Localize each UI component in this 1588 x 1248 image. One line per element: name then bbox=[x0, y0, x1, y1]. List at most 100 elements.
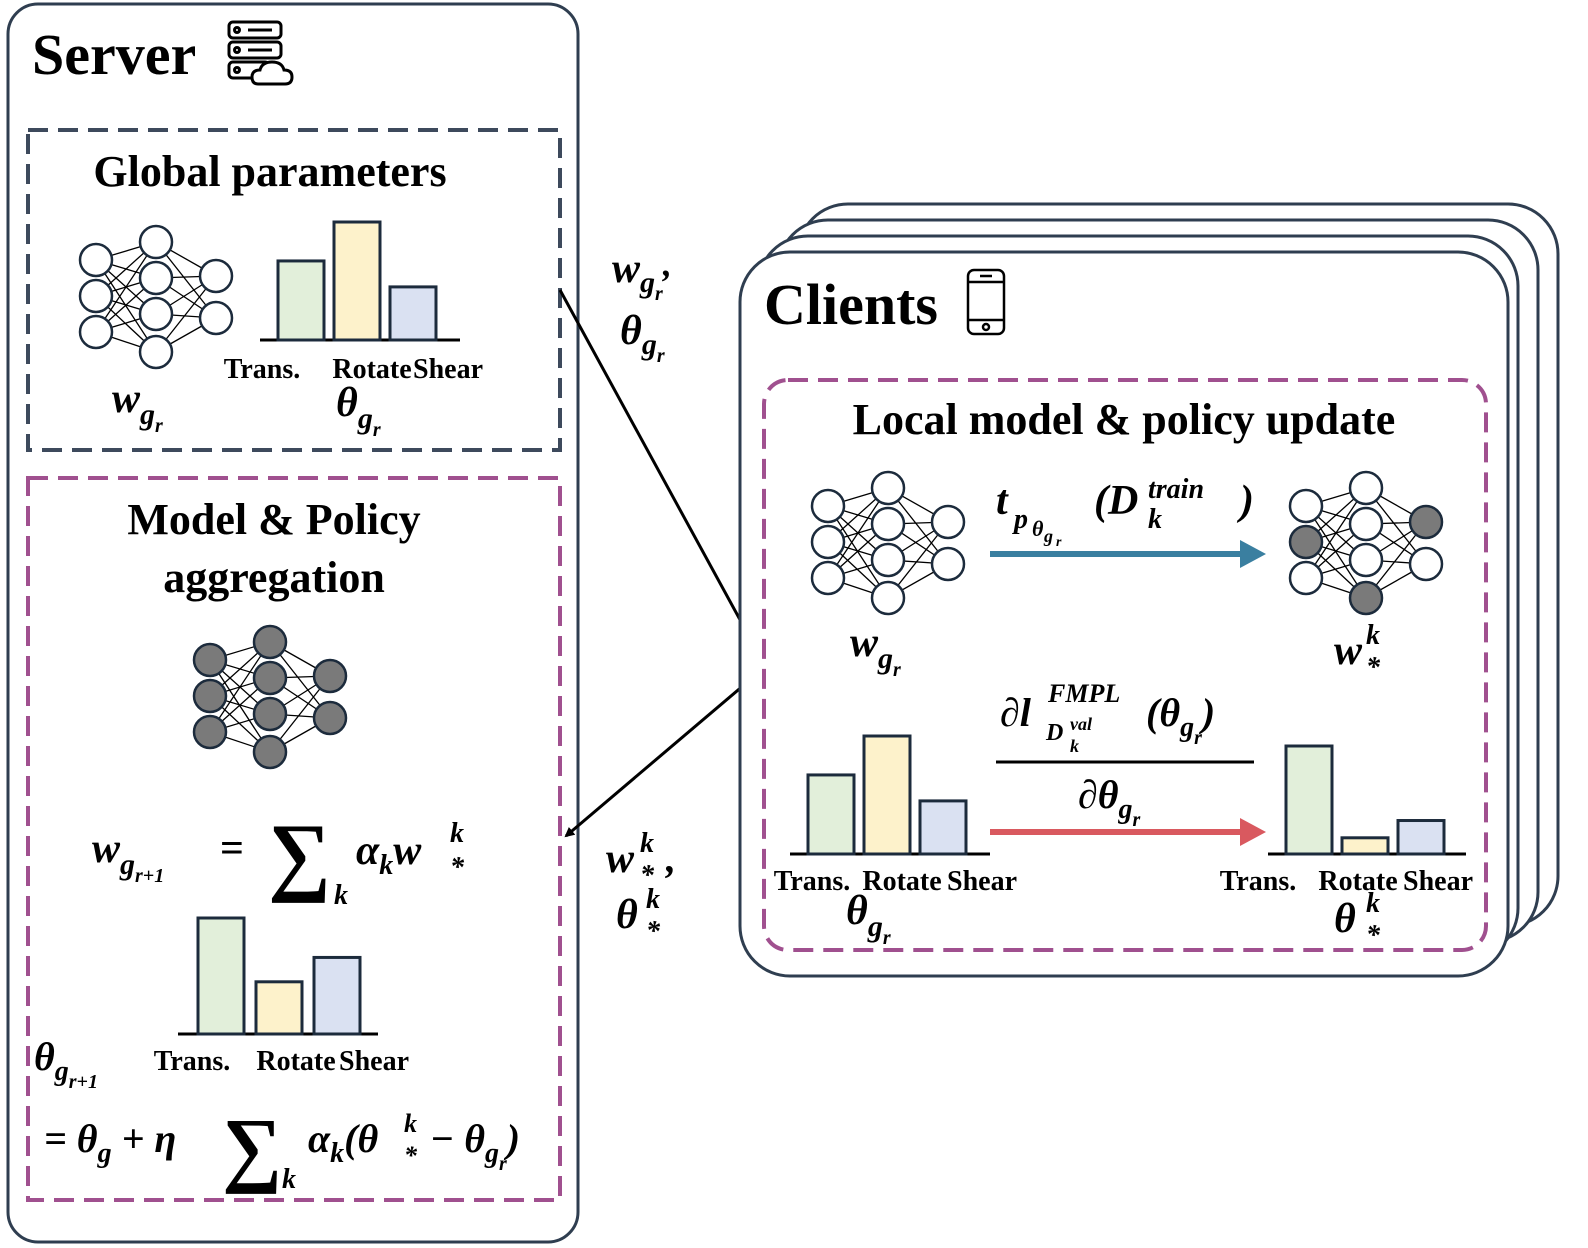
network-node bbox=[138, 224, 174, 260]
bar-label: Trans. bbox=[774, 866, 851, 897]
network-node bbox=[198, 300, 234, 336]
download-label: wgr, θgr bbox=[612, 244, 672, 367]
svg-text:∑: ∑ bbox=[222, 1102, 282, 1195]
global-parameters-title: Global parameters bbox=[93, 147, 446, 196]
network-node bbox=[1288, 560, 1324, 596]
svg-text:θ: θ bbox=[1334, 896, 1356, 942]
aggregation-title-line1: Model & Policy bbox=[127, 495, 420, 544]
svg-text:t: t bbox=[996, 478, 1009, 524]
network-node bbox=[252, 660, 288, 696]
svg-text:− θgr): − θgr) bbox=[430, 1116, 520, 1175]
svg-text:θgr+1: θgr+1 bbox=[34, 1034, 98, 1093]
policy-gradient-fraction: ∂l FMPL D val k (θgr) ∂θgr bbox=[996, 679, 1254, 831]
server-cloud-icon bbox=[227, 20, 294, 86]
network-node bbox=[78, 242, 114, 278]
bar-label: Shear bbox=[1403, 866, 1473, 897]
policy-bar bbox=[1396, 819, 1446, 856]
svg-text:val: val bbox=[1070, 714, 1092, 734]
network-node bbox=[870, 506, 906, 542]
network-node bbox=[78, 278, 114, 314]
svg-text:wgr+1: wgr+1 bbox=[92, 826, 164, 887]
svg-text:*: * bbox=[640, 860, 655, 891]
network-node bbox=[930, 504, 966, 540]
svg-text:θ: θ bbox=[1032, 516, 1044, 541]
policy-bar bbox=[276, 259, 326, 342]
network-node bbox=[1288, 524, 1324, 560]
svg-text:∂θgr: ∂θgr bbox=[1078, 772, 1141, 831]
network-node bbox=[1348, 580, 1384, 616]
upload-arrow bbox=[564, 666, 765, 838]
svg-text:r: r bbox=[1056, 535, 1062, 550]
clients-title: Clients bbox=[764, 272, 938, 337]
bar-label: Shear bbox=[413, 354, 483, 385]
policy-update-arrowhead bbox=[1240, 818, 1266, 846]
bar-label: Trans. bbox=[224, 354, 301, 385]
svg-text:(D: (D bbox=[1094, 478, 1138, 524]
network-node bbox=[1348, 470, 1384, 506]
svg-text:,: , bbox=[665, 836, 676, 881]
network-edge bbox=[1305, 505, 1367, 599]
network-node bbox=[870, 470, 906, 506]
network-node bbox=[192, 642, 228, 678]
network-node bbox=[810, 488, 846, 524]
svg-text:FMPL: FMPL bbox=[1047, 679, 1120, 708]
svg-text:D: D bbox=[1045, 720, 1063, 746]
svg-text:k: k bbox=[334, 880, 348, 911]
local-update-box bbox=[762, 378, 1488, 952]
network-edge bbox=[827, 505, 889, 599]
global-network bbox=[78, 224, 234, 370]
network-node bbox=[810, 560, 846, 596]
network-node bbox=[252, 734, 288, 770]
local-input-network bbox=[810, 470, 966, 616]
global-w-label: wgr bbox=[112, 376, 163, 437]
policy-aggregation-equation: θgr+1 = θg+ η ∑ k αk(θ k * − θgr) bbox=[34, 1034, 520, 1195]
svg-text:k: k bbox=[1148, 504, 1162, 535]
svg-text:*: * bbox=[404, 1141, 418, 1170]
server-title: Server bbox=[32, 22, 196, 87]
policy-bar bbox=[312, 955, 362, 1036]
svg-text:k: k bbox=[404, 1109, 417, 1138]
weight-aggregation-equation: wgr+1 = ∑ k αkw k * bbox=[92, 807, 465, 911]
svg-text:k: k bbox=[450, 818, 464, 849]
network-node bbox=[930, 546, 966, 582]
network-node bbox=[1408, 546, 1444, 582]
svg-text:g: g bbox=[1043, 526, 1053, 546]
local-update-title: Local model & policy update bbox=[853, 395, 1396, 444]
bar-label: Shear bbox=[339, 1046, 409, 1077]
bar-label: Rotate bbox=[862, 866, 941, 897]
bar-label: Rotate bbox=[1318, 866, 1397, 897]
svg-text:k: k bbox=[1070, 736, 1079, 756]
network-edge bbox=[95, 259, 157, 353]
network-edge bbox=[827, 487, 889, 579]
network-node bbox=[78, 314, 114, 350]
local-output-theta-label: θ k * bbox=[1334, 888, 1381, 951]
global-theta-label: θgr bbox=[336, 380, 381, 441]
network-node bbox=[138, 334, 174, 370]
svg-text:(θgr): (θgr) bbox=[1146, 690, 1215, 749]
bar-label: Shear bbox=[947, 866, 1017, 897]
phone-icon bbox=[966, 268, 1006, 336]
network-node bbox=[192, 678, 228, 714]
network-node bbox=[252, 696, 288, 732]
svg-text:k: k bbox=[640, 828, 654, 859]
bar-label: Trans. bbox=[154, 1046, 231, 1077]
network-node bbox=[252, 624, 288, 660]
network-node bbox=[1348, 506, 1384, 542]
policy-bar bbox=[1340, 836, 1390, 856]
training-transform-label: t p θ g r (D train k ) bbox=[996, 474, 1254, 550]
network-node bbox=[870, 580, 906, 616]
svg-text:∂l: ∂l bbox=[1000, 690, 1032, 735]
upload-label: w k * , θ k * bbox=[606, 828, 676, 947]
policy-bar bbox=[254, 980, 304, 1036]
svg-text:αk(θ: αk(θ bbox=[308, 1116, 378, 1169]
svg-text:∑: ∑ bbox=[268, 807, 331, 904]
svg-text:p: p bbox=[1012, 504, 1028, 535]
svg-text:w: w bbox=[606, 836, 635, 882]
svg-text:*: * bbox=[1366, 652, 1381, 683]
svg-text:w: w bbox=[1334, 628, 1363, 674]
local-input-theta-label: θgr bbox=[846, 888, 891, 949]
